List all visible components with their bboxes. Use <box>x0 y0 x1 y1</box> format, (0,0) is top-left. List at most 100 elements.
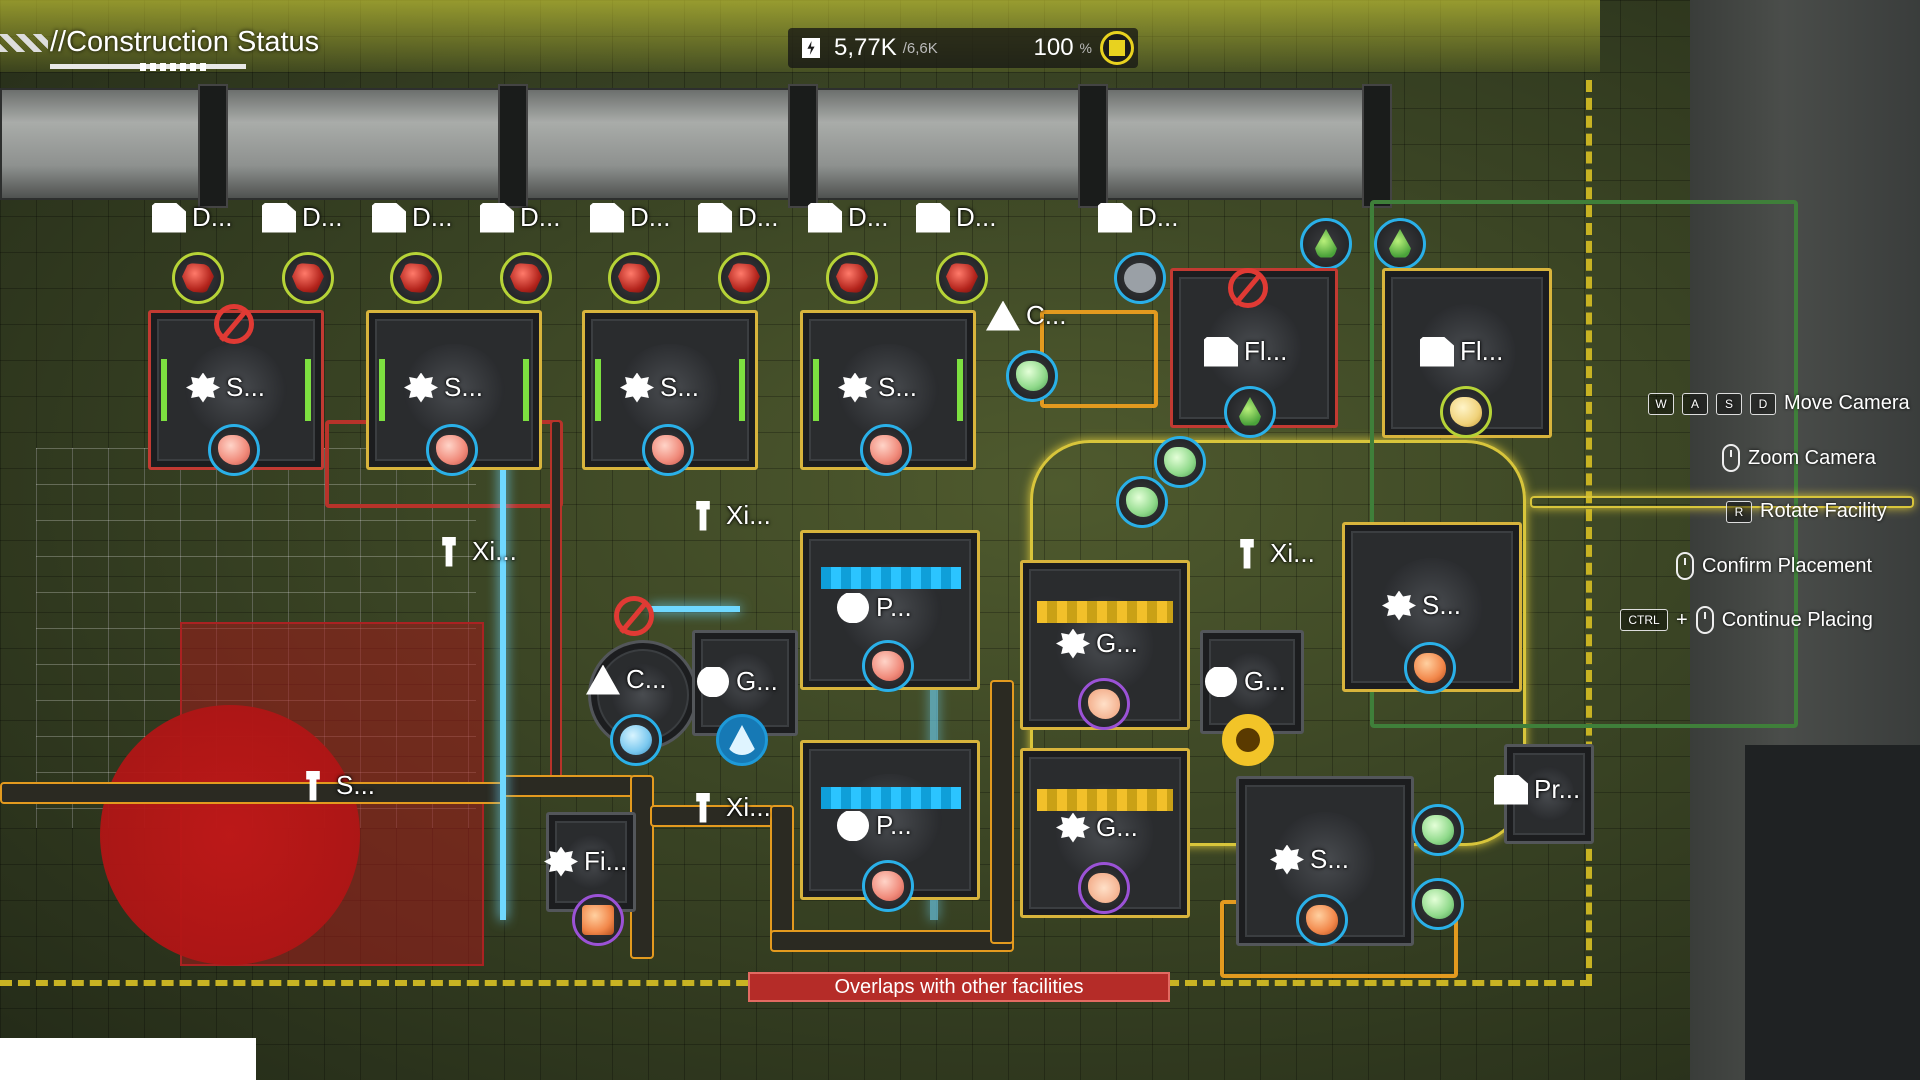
ore-bubble <box>608 252 660 304</box>
depot-label[interactable]: D... <box>480 202 560 233</box>
output-bubble <box>860 424 912 476</box>
depot-label[interactable]: D... <box>916 202 996 233</box>
control-label: Zoom Camera <box>1748 446 1876 469</box>
facility-label[interactable]: Xi... <box>1230 538 1315 569</box>
output-bubble <box>208 424 260 476</box>
depot-bus-segment <box>210 88 510 200</box>
refinery-icon <box>620 372 654 403</box>
depot-icon <box>1098 202 1132 233</box>
status-bar <box>379 359 385 421</box>
output-bubble <box>862 860 914 912</box>
output-bubble <box>426 424 478 476</box>
output-bubble <box>1154 436 1206 488</box>
depot-label[interactable]: D... <box>1098 202 1178 233</box>
refinery-facility[interactable] <box>366 310 542 470</box>
planter-icon <box>836 810 870 841</box>
facility-label[interactable]: S... <box>838 372 917 403</box>
facility-label[interactable]: Xi... <box>686 792 771 823</box>
status-bar <box>957 359 963 421</box>
red-crystal-icon <box>836 263 868 293</box>
wall-post <box>498 84 528 208</box>
wall-post <box>788 84 818 208</box>
invalid-range-circle <box>100 705 360 965</box>
wall-post <box>1078 84 1108 208</box>
control-label: Rotate Facility <box>1760 500 1887 522</box>
depot-bus-segment <box>510 88 800 200</box>
control-label: Continue Placing <box>1721 608 1873 631</box>
depot-label[interactable]: D... <box>590 202 670 233</box>
generator-icon <box>696 666 730 697</box>
tower-icon <box>696 792 710 823</box>
power-icon <box>802 38 820 58</box>
facility-label[interactable]: P... <box>836 592 912 623</box>
facility-label[interactable]: G... <box>696 666 778 697</box>
facility-label[interactable]: C... <box>586 664 666 695</box>
disabled-icon <box>1228 268 1268 308</box>
plus-sign: + <box>1676 608 1688 631</box>
placing-facility-label[interactable]: S... <box>296 770 375 801</box>
depot-icon <box>698 202 732 233</box>
key-ctrl: CTRL <box>1620 609 1668 631</box>
depot-label[interactable]: D... <box>262 202 342 233</box>
output-bubble <box>1222 714 1274 766</box>
facility-label[interactable]: Pr... <box>1494 774 1580 805</box>
control-hint-zoom: Zoom Camera <box>1722 444 1876 472</box>
facility-label[interactable]: Fl... <box>1420 336 1503 367</box>
facility-label[interactable]: G... <box>1056 628 1138 659</box>
placement-warning: Overlaps with other facilities <box>748 972 1170 1002</box>
refinery-icon <box>404 372 438 403</box>
red-crystal-icon <box>400 263 432 293</box>
depot-label[interactable]: D... <box>698 202 778 233</box>
depot-icon <box>372 202 406 233</box>
depot-bus-segment <box>1090 88 1375 200</box>
key-r: R <box>1726 500 1752 523</box>
key-s: S <box>1716 392 1742 415</box>
ore-bubble <box>718 252 770 304</box>
output-bubble <box>572 894 624 946</box>
wall-post <box>198 84 228 208</box>
facility-label[interactable]: S... <box>1270 844 1349 875</box>
liquid-bubble <box>1300 218 1352 270</box>
facility-label[interactable]: G... <box>1204 666 1286 697</box>
facility-label[interactable]: Xi... <box>686 500 771 531</box>
status-bar <box>305 359 311 421</box>
status-bar <box>523 359 529 421</box>
disabled-icon <box>214 304 254 344</box>
hud-stripes <box>0 34 48 52</box>
output-bubble <box>1412 878 1464 930</box>
facility-label[interactable]: C... <box>986 300 1066 331</box>
blank-overlay <box>0 1038 256 1080</box>
facility-label[interactable]: S... <box>620 372 699 403</box>
mouse-left-icon <box>1676 552 1694 580</box>
ore-bubble <box>172 252 224 304</box>
depot-label[interactable]: D... <box>152 202 232 233</box>
peach-ore-icon <box>1088 689 1120 719</box>
facility-label[interactable]: P... <box>836 810 912 841</box>
gold-fuel-icon <box>1236 728 1260 752</box>
green-liquid-icon <box>1315 229 1337 258</box>
output-bubble <box>642 424 694 476</box>
refinery-facility[interactable] <box>800 310 976 470</box>
mouse-scroll-icon <box>1722 444 1740 472</box>
facility-label[interactable]: Fi... <box>544 846 627 877</box>
depot-icon <box>916 202 950 233</box>
orange-ore-icon <box>1306 905 1338 935</box>
yellow-ore-icon <box>1450 397 1482 427</box>
facility-label[interactable]: Xi... <box>432 536 517 567</box>
facility-label[interactable]: Fl... <box>1204 336 1287 367</box>
control-label: Move Camera <box>1784 392 1910 414</box>
facility-label[interactable]: S... <box>1382 590 1461 621</box>
output-bubble <box>1078 862 1130 914</box>
facility-label[interactable]: G... <box>1056 812 1138 843</box>
green-liquid-icon <box>1239 397 1261 426</box>
depot-label[interactable]: D... <box>808 202 888 233</box>
percent-sign: % <box>1079 40 1092 56</box>
planting-facility[interactable] <box>800 740 980 900</box>
facility-label[interactable]: S... <box>404 372 483 403</box>
depot-label[interactable]: D... <box>372 202 452 233</box>
stability-icon[interactable] <box>1100 31 1134 65</box>
green-liquid-icon <box>1389 229 1411 258</box>
facility-label[interactable]: S... <box>186 372 265 403</box>
belt <box>770 805 794 949</box>
